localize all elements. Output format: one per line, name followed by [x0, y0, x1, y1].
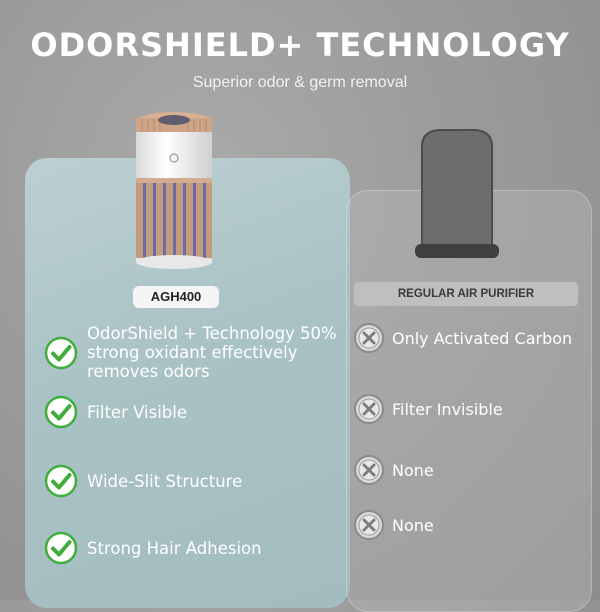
x-icon [354, 323, 384, 353]
feature-row: Strong Hair Adhesion [44, 531, 262, 565]
competitor-feature-row: Only Activated Carbon [352, 321, 572, 355]
check-icon [44, 336, 78, 369]
feature-text: OdorShield + Technology 50% strong oxida… [87, 324, 337, 381]
feature-row: Filter Visible [44, 395, 187, 429]
check-icon [44, 464, 78, 498]
product-model-label: AGH400 [133, 286, 219, 308]
competitor-feature-text: Only Activated Carbon [392, 328, 573, 348]
competitor-model-label: REGULAR AIR PURIFIER [354, 282, 578, 306]
x-icon [354, 510, 384, 540]
feature-row: Wide-Slit Structure [44, 464, 242, 498]
competitor-feature-row: Filter Invisible [352, 392, 503, 426]
feature-text: Wide-Slit Structure [87, 471, 243, 491]
x-icon [354, 394, 384, 424]
feature-text: Filter Visible [87, 402, 188, 422]
air-purifier-product-image [136, 112, 212, 269]
feature-row: OdorShield + Technology 50% strong oxida… [44, 324, 337, 381]
page-title: ODORSHIELD+ TECHNOLOGY [30, 26, 570, 64]
page-subtitle: Superior odor & germ removal [192, 74, 408, 91]
regular-air-purifier-image [415, 129, 499, 258]
competitor-panel [346, 190, 592, 612]
competitor-feature-text: None [392, 460, 434, 480]
competitor-feature-text: Filter Invisible [392, 399, 503, 419]
check-icon [44, 531, 78, 565]
check-icon [44, 395, 78, 429]
feature-text: Strong Hair Adhesion [87, 538, 262, 558]
competitor-feature-row: None [352, 508, 434, 542]
competitor-feature-text: None [392, 515, 434, 535]
competitor-feature-row: None [352, 453, 434, 487]
x-icon [354, 455, 384, 485]
